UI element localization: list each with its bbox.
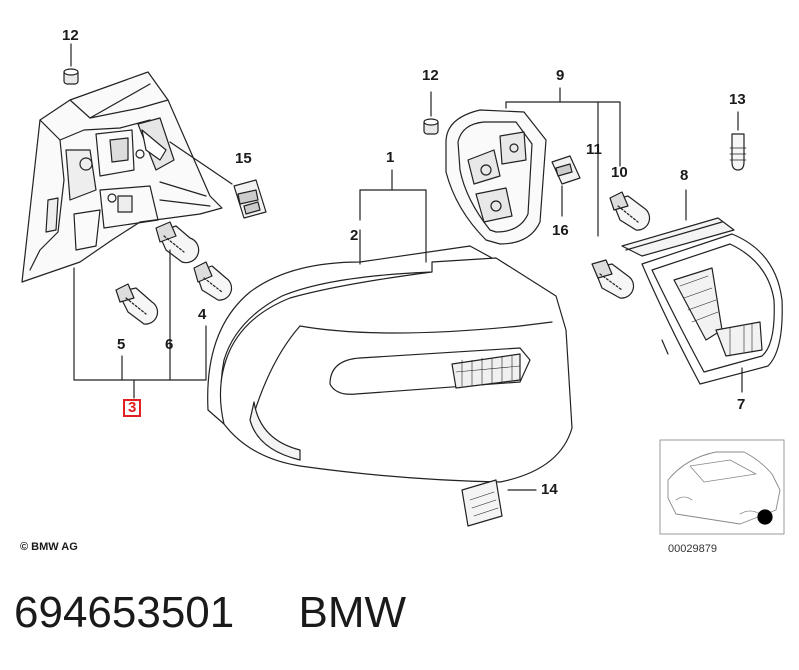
bracket-3 xyxy=(73,249,207,399)
grommet-left xyxy=(63,43,79,85)
image-id: 00029879 xyxy=(668,543,717,555)
callout-7: 7 xyxy=(737,396,746,413)
footer: 694653501 BMW xyxy=(14,588,406,638)
callout-12-left: 12 xyxy=(62,27,79,44)
lamp-carrier xyxy=(21,71,223,283)
copyright-notice: © BMW AG xyxy=(20,541,78,553)
callout-5: 5 xyxy=(117,336,126,353)
callout-6: 6 xyxy=(165,336,174,353)
callout-13: 13 xyxy=(729,91,746,108)
socket-16 xyxy=(551,155,581,217)
bulb-holder xyxy=(445,109,547,245)
grommet-right xyxy=(423,91,439,135)
callout-15: 15 xyxy=(235,150,252,167)
callout-4: 4 xyxy=(198,306,207,323)
callout-14: 14 xyxy=(541,481,558,498)
bulb-4 xyxy=(193,261,233,301)
callout-9: 9 xyxy=(556,67,565,84)
bulb-10 xyxy=(609,191,651,231)
brand-name: BMW xyxy=(298,588,407,637)
callout-10: 10 xyxy=(611,164,628,181)
seal-callouts xyxy=(359,169,427,265)
part-number: 694653501 xyxy=(14,588,235,637)
label-14 xyxy=(461,479,537,527)
callout-3-highlighted: 3 xyxy=(123,399,142,417)
bulb-11 xyxy=(591,259,635,299)
bulb-13 xyxy=(729,111,747,171)
callout-8: 8 xyxy=(680,167,689,184)
callout-16: 16 xyxy=(552,222,569,239)
callout-11: 11 xyxy=(586,141,602,158)
bracket-9 xyxy=(505,87,621,237)
locator-thumbnail xyxy=(659,439,785,535)
callout-2: 2 xyxy=(350,227,359,244)
inner-lens xyxy=(641,233,783,393)
callout-12-right: 12 xyxy=(422,67,439,84)
taillight-lens xyxy=(207,245,573,483)
callout-1: 1 xyxy=(386,149,395,166)
bulb-5 xyxy=(115,283,159,325)
gasket-8 xyxy=(621,189,735,257)
bulb-6 xyxy=(155,221,200,264)
socket-15 xyxy=(169,141,267,219)
